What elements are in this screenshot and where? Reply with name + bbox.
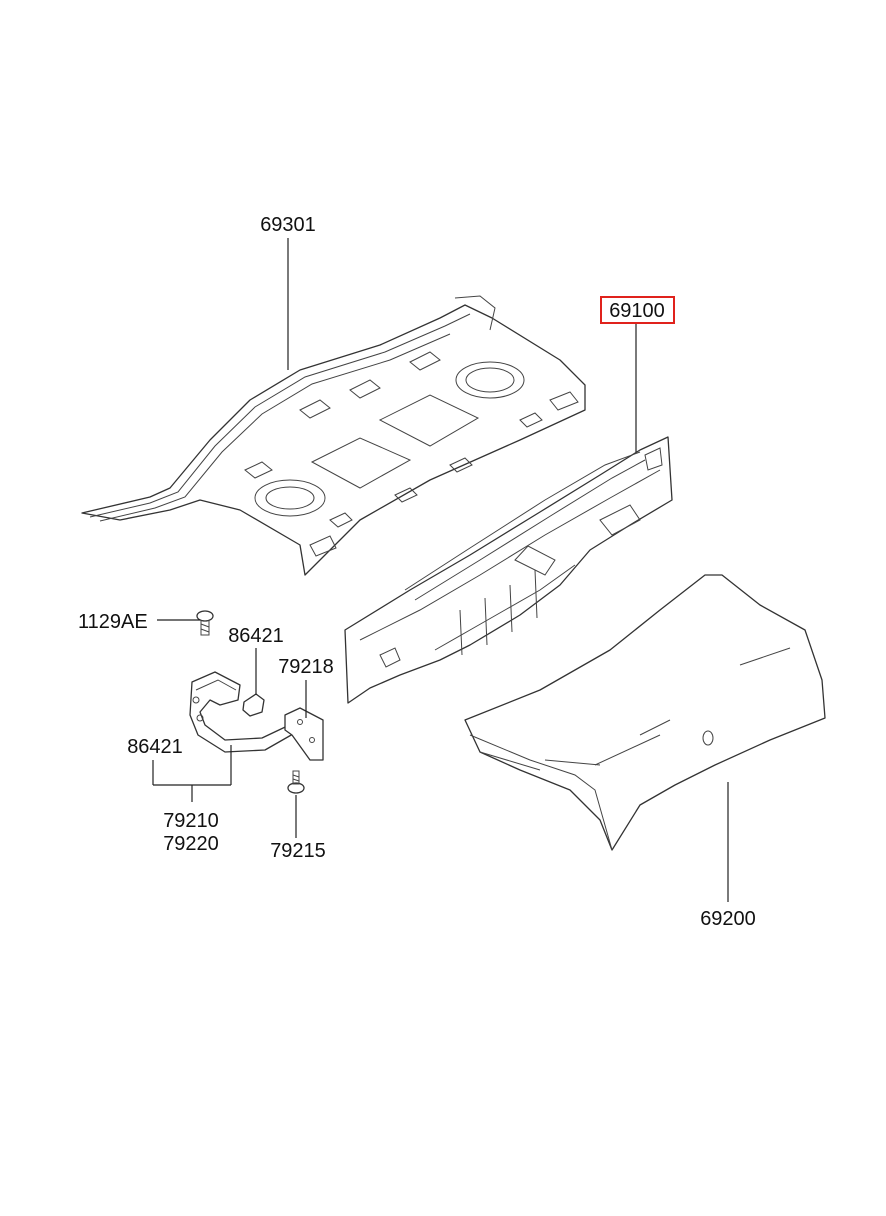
label-86421-bumper[interactable]: 86421 — [228, 625, 284, 647]
label-1129ae[interactable]: 1129AE — [78, 611, 148, 633]
label-79220[interactable]: 79220 — [163, 833, 219, 855]
hinge-bolt-part[interactable] — [287, 770, 305, 794]
highlight-box — [600, 296, 675, 324]
label-69200[interactable]: 69200 — [700, 908, 756, 930]
label-86421-hinge[interactable]: 86421 — [127, 736, 183, 758]
label-69301[interactable]: 69301 — [260, 214, 316, 236]
bolt-part[interactable] — [196, 610, 214, 636]
trunk-lid-part[interactable] — [464, 574, 826, 851]
hinge-bracket-part[interactable] — [284, 707, 324, 761]
trunk-hinge-part[interactable] — [189, 671, 301, 753]
label-79210[interactable]: 79210 — [163, 810, 219, 832]
label-69100[interactable]: 69100 — [609, 300, 665, 322]
label-79215[interactable]: 79215 — [270, 840, 326, 862]
rear-package-tray-part[interactable] — [81, 295, 586, 576]
leader-lines — [152, 238, 729, 902]
back-panel-part[interactable] — [344, 436, 673, 704]
rubber-bumper-part[interactable] — [242, 693, 265, 717]
label-79218[interactable]: 79218 — [278, 656, 334, 678]
